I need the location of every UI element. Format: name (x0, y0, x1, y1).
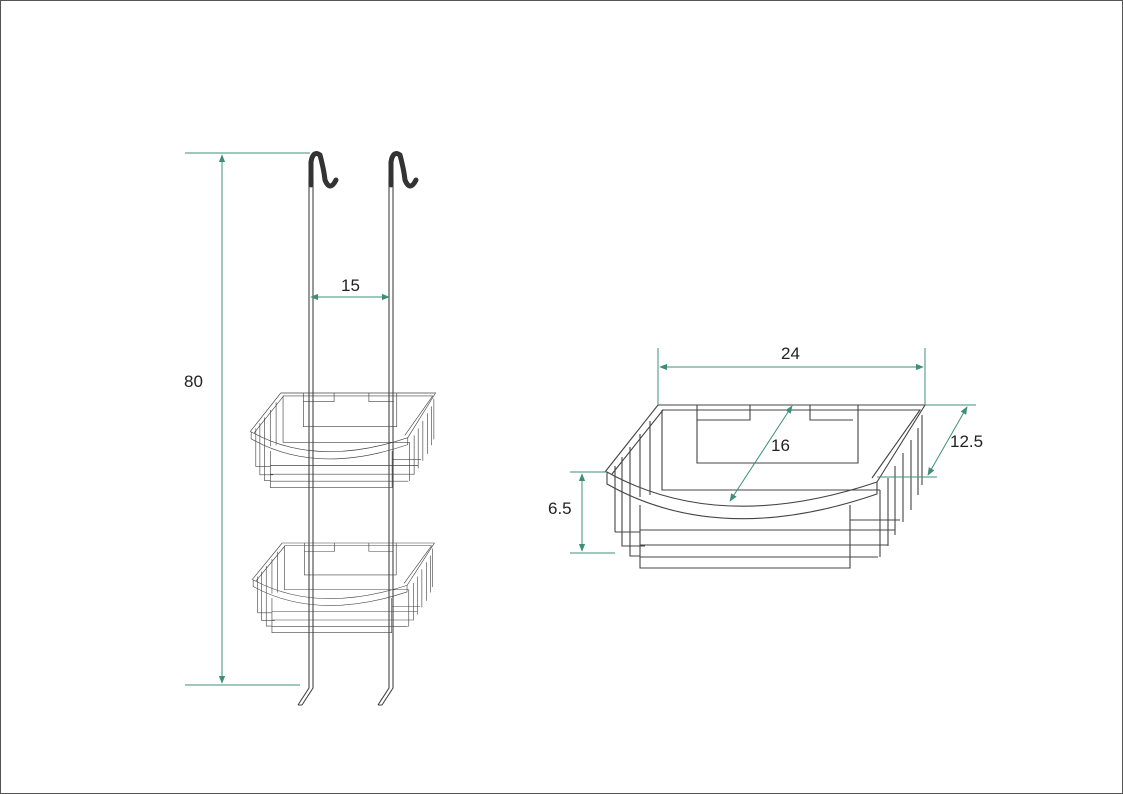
diagonal-label: 16 (771, 436, 790, 455)
dimension-basket-height: 6.5 (548, 471, 615, 554)
dimension-side: 12.5 (877, 404, 983, 478)
lower-basket (251, 542, 435, 633)
dimension-rod-spacing: 15 (310, 276, 390, 301)
side-label: 12.5 (950, 432, 983, 451)
rod-spacing-label: 15 (341, 276, 360, 295)
left-hook-icon (308, 151, 339, 189)
upper-basket (249, 392, 436, 488)
dimension-width: 24 (657, 344, 926, 405)
basket-detail-view (604, 404, 926, 569)
right-hook-icon (388, 151, 419, 189)
left-rod (297, 180, 314, 706)
right-rod (377, 180, 394, 706)
width-label: 24 (781, 344, 800, 363)
dimension-height: 80 (184, 152, 310, 686)
caddy-front-view (249, 151, 436, 706)
basket-height-label: 6.5 (548, 499, 572, 518)
height-label: 80 (184, 372, 203, 391)
dimension-diagonal: 16 (729, 405, 793, 502)
